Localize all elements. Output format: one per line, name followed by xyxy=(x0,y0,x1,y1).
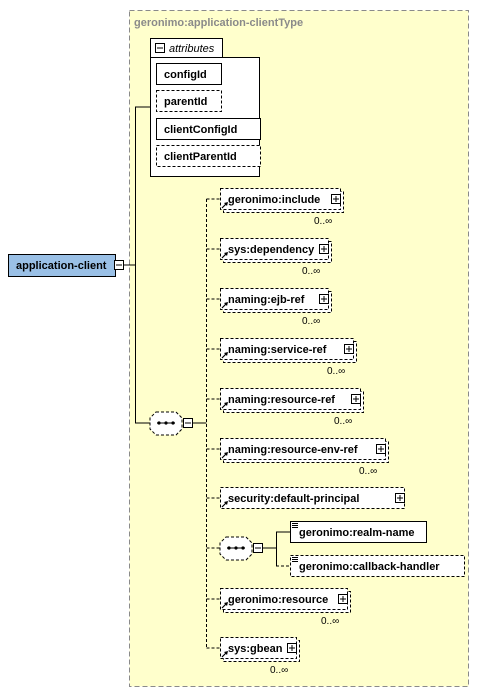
expand-icon[interactable] xyxy=(338,594,348,604)
inner-sequence-collapse-icon[interactable] xyxy=(253,543,263,553)
reference-arrow-icon xyxy=(221,651,228,658)
sequence-connectors xyxy=(193,198,290,649)
element-name: naming:service-ref xyxy=(228,344,327,356)
text-content-icon xyxy=(292,523,298,528)
cardinality-label: 0..∞ xyxy=(314,216,332,227)
attributes-collapse-icon[interactable] xyxy=(155,43,165,53)
expand-icon[interactable] xyxy=(287,643,297,653)
reference-arrow-icon xyxy=(221,302,228,309)
attributes-label: attributes xyxy=(169,43,215,55)
element-name: geronimo:callback-handler xyxy=(299,561,440,573)
attributes-header xyxy=(150,38,223,58)
element-name: geronimo:realm-name xyxy=(299,527,415,539)
reference-arrow-icon xyxy=(221,352,228,359)
element-naming-resource-ref[interactable]: naming:resource-ref 0..∞ xyxy=(220,388,364,428)
element-sys-gbean[interactable]: sys:gbean 0..∞ xyxy=(220,637,300,677)
cardinality-label: 0..∞ xyxy=(302,316,320,327)
element-name: geronimo:resource xyxy=(228,594,328,606)
element-geronimo-realm-name[interactable]: geronimo:realm-name xyxy=(290,521,427,543)
cardinality-label: 0..∞ xyxy=(321,616,339,627)
element-name: naming:ejb-ref xyxy=(228,294,305,306)
root-element-label: application-client xyxy=(16,260,107,272)
reference-arrow-icon xyxy=(221,252,228,259)
text-content-icon xyxy=(292,557,298,562)
element-name: security:default-principal xyxy=(228,493,359,505)
expand-icon[interactable] xyxy=(351,394,361,404)
element-naming-ejb-ref[interactable]: naming:ejb-ref 0..∞ xyxy=(220,288,332,328)
element-security-default-principal[interactable]: security:default-principal xyxy=(220,487,405,509)
reference-arrow-icon xyxy=(221,202,228,209)
expand-icon[interactable] xyxy=(344,344,354,354)
attribute-clientConfigId[interactable]: clientConfigId xyxy=(156,118,261,140)
reference-arrow-icon xyxy=(221,602,228,609)
cardinality-label: 0..∞ xyxy=(334,416,352,427)
attribute-name: parentId xyxy=(164,96,207,108)
expand-icon[interactable] xyxy=(331,194,341,204)
inner-sequence-compositor xyxy=(219,536,253,561)
attribute-configId[interactable]: configId xyxy=(156,63,222,85)
attribute-name: configId xyxy=(164,69,207,81)
expand-icon[interactable] xyxy=(395,493,405,503)
attribute-parentId[interactable]: parentId xyxy=(156,90,222,112)
type-name: geronimo:application-clientType xyxy=(134,17,303,29)
reference-arrow-icon xyxy=(221,452,228,459)
reference-arrow-icon xyxy=(221,402,228,409)
reference-arrow-icon xyxy=(221,501,228,508)
element-name: naming:resource-ref xyxy=(228,394,335,406)
element-geronimo-resource[interactable]: geronimo:resource 0..∞ xyxy=(220,588,351,628)
root-collapse-icon[interactable] xyxy=(114,260,124,270)
attribute-clientParentId[interactable]: clientParentId xyxy=(156,145,261,167)
element-geronimo-callback-handler[interactable]: geronimo:callback-handler xyxy=(290,555,465,577)
sequence-collapse-icon[interactable] xyxy=(183,418,193,428)
expand-icon[interactable] xyxy=(319,244,329,254)
element-geronimo-include[interactable]: geronimo:include 0..∞ xyxy=(220,188,344,228)
cardinality-label: 0..∞ xyxy=(302,266,320,277)
expand-icon[interactable] xyxy=(376,444,386,454)
cardinality-label: 0..∞ xyxy=(327,366,345,377)
element-name: sys:gbean xyxy=(228,643,283,655)
element-name: geronimo:include xyxy=(228,194,320,206)
attribute-name: clientConfigId xyxy=(164,124,237,136)
cardinality-label: 0..∞ xyxy=(359,466,377,477)
cardinality-label: 0..∞ xyxy=(270,665,288,676)
element-name: naming:resource-env-ref xyxy=(228,444,358,456)
element-name: sys:dependency xyxy=(228,244,315,256)
root-connectors xyxy=(124,106,150,424)
element-sys-dependency[interactable]: sys:dependency 0..∞ xyxy=(220,238,332,278)
sequence-compositor xyxy=(149,411,183,436)
attribute-name: clientParentId xyxy=(164,151,237,163)
expand-icon[interactable] xyxy=(319,294,329,304)
